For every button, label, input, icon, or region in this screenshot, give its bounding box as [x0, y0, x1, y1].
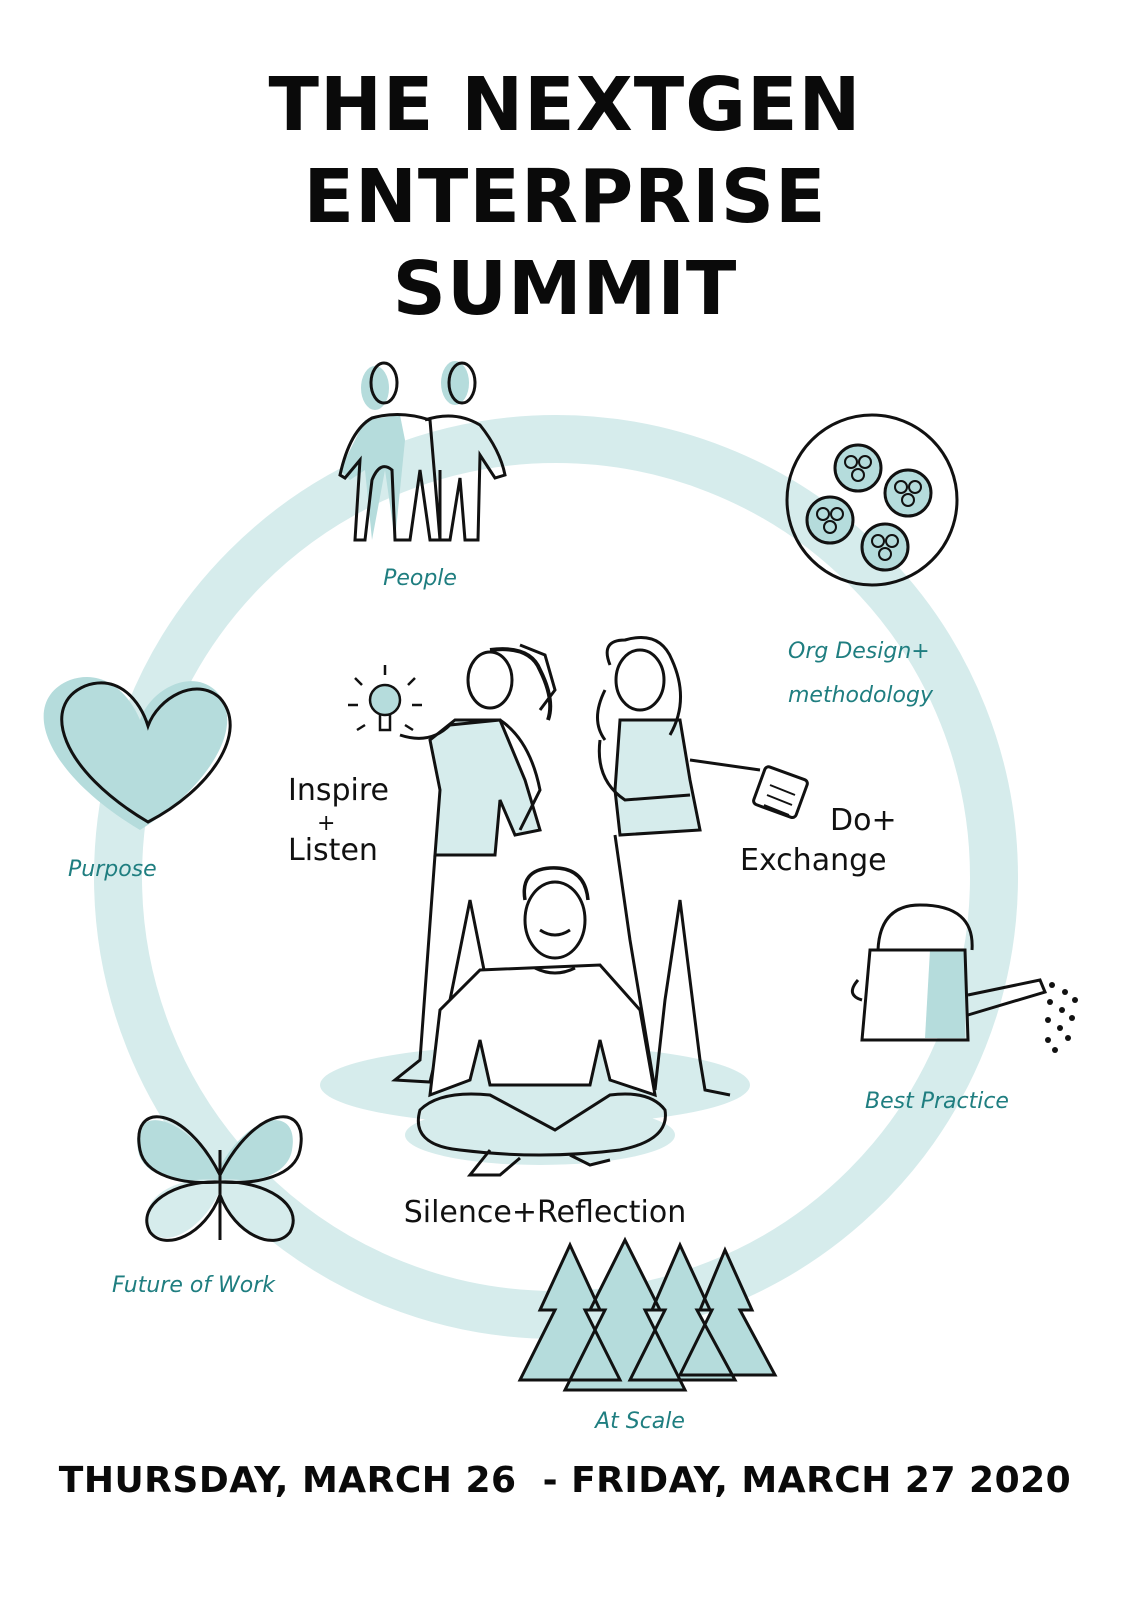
label-plus: + — [317, 811, 335, 836]
label-org-design-1: Org Design+ — [788, 639, 930, 664]
label-org-design-2: methodology — [788, 683, 934, 708]
label-at-scale: At Scale — [593, 1409, 685, 1434]
title-line-2: ENTERPRISE — [303, 154, 827, 240]
label-silence-reflection: Silence+Reflection — [404, 1195, 687, 1230]
butterfly-icon — [137, 1115, 303, 1242]
label-do: Do+ — [830, 803, 897, 838]
label-listen: Listen — [288, 833, 378, 868]
watering-can-icon — [850, 903, 1078, 1053]
label-best-practice: Best Practice — [865, 1089, 1009, 1114]
central-figures — [320, 636, 809, 1177]
people-icon — [338, 361, 507, 542]
label-future-of-work: Future of Work — [112, 1273, 276, 1298]
trees-icon — [517, 1236, 778, 1392]
org-design-icon — [785, 413, 959, 587]
clipboard-icon — [752, 765, 809, 820]
label-exchange: Exchange — [740, 843, 887, 878]
event-date: THURSDAY, MARCH 26 - FRIDAY, MARCH 27 20… — [58, 1460, 1072, 1501]
label-people: People — [383, 566, 457, 591]
heart-icon — [43, 677, 232, 830]
lightbulb-icon — [348, 665, 422, 732]
label-purpose: Purpose — [68, 857, 157, 882]
title-line-3: SUMMIT — [392, 246, 738, 332]
title-line-1: THE NEXTGEN — [268, 62, 862, 148]
label-inspire: Inspire — [288, 773, 389, 808]
